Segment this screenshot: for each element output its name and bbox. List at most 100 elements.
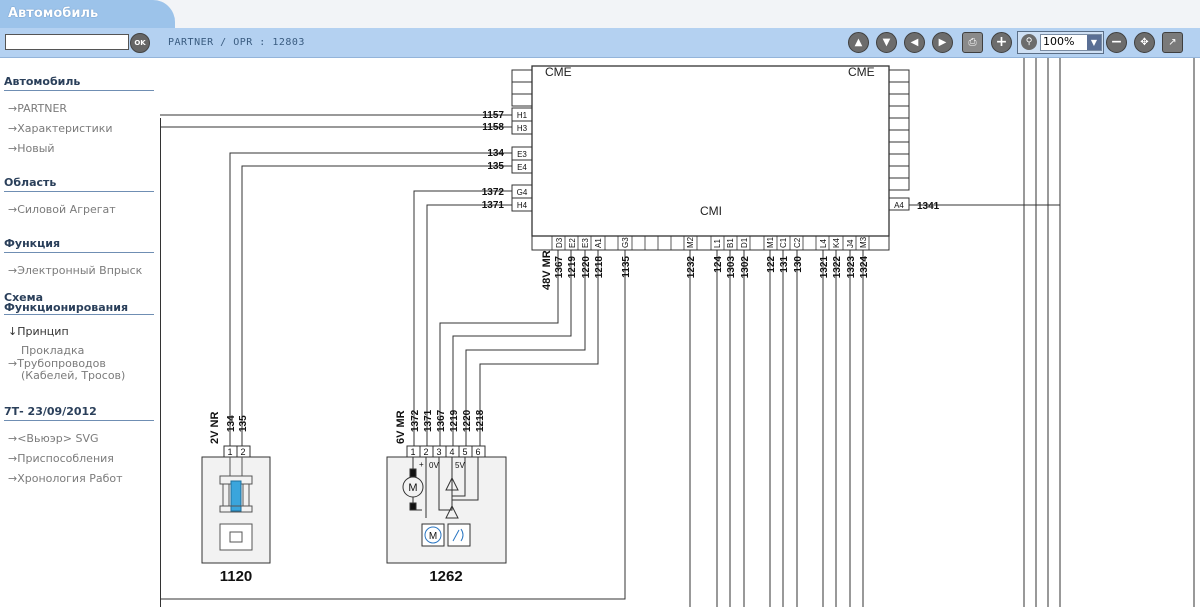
pin-label: E2 bbox=[568, 238, 577, 248]
pin-label: G4 bbox=[517, 188, 528, 197]
section-title-line1: Схема bbox=[4, 291, 44, 304]
label-0v: 0V bbox=[429, 461, 439, 470]
wire-number: 1371 bbox=[482, 200, 505, 211]
arrow-left-icon[interactable]: ◀ bbox=[904, 32, 925, 53]
bottom-wire-numbers: 1367 1219 1220 1218 1135 1232 124 1303 1… bbox=[554, 256, 870, 279]
pin-label: H4 bbox=[517, 201, 528, 210]
bottom-pin-separators bbox=[551, 236, 870, 250]
section-title-date: 7Т- 23/09/2012 bbox=[4, 405, 97, 418]
pin-label: A4 bbox=[894, 201, 904, 210]
arrow-right-icon[interactable]: ▶ bbox=[932, 32, 953, 53]
ok-button[interactable]: OK bbox=[130, 33, 150, 53]
wire-number: 1372 bbox=[410, 409, 421, 432]
wire-number: 1219 bbox=[449, 409, 460, 432]
pin-label: 5 bbox=[462, 447, 467, 457]
wire-number: 122 bbox=[766, 256, 777, 273]
connector-label-48v: 48V MR bbox=[541, 250, 553, 290]
section-divider bbox=[4, 314, 154, 315]
sidebar-item-tools[interactable]: →Приспособления bbox=[8, 452, 114, 465]
pin-label: 6 bbox=[475, 447, 480, 457]
arrow-down-icon[interactable]: ▼ bbox=[876, 32, 897, 53]
plus-icon[interactable]: + bbox=[991, 32, 1012, 53]
tab-bar: Автомобиль bbox=[0, 0, 1200, 29]
section-divider bbox=[4, 90, 154, 91]
pin-label: B1 bbox=[726, 238, 735, 248]
zoom-select[interactable]: 100% ▼ bbox=[1040, 34, 1102, 51]
pin-label: A1 bbox=[594, 238, 603, 248]
wire-number: 1220 bbox=[462, 409, 473, 432]
wire-number: 1135 bbox=[621, 256, 632, 278]
sidebar-item-partner[interactable]: →PARTNER bbox=[8, 102, 68, 115]
tab-label: Автомобиль bbox=[8, 6, 99, 21]
wire-number: 1218 bbox=[594, 256, 605, 279]
wire-number: 1372 bbox=[482, 187, 505, 198]
pin-label: E4 bbox=[517, 163, 527, 172]
wire-number: 134 bbox=[226, 415, 237, 432]
magnifier-icon[interactable]: ⚲ bbox=[1021, 34, 1037, 50]
throttle-1262-symbol bbox=[402, 457, 479, 547]
section-title-funktsiya: Функция bbox=[4, 237, 61, 250]
pin-label: 2 bbox=[423, 447, 428, 457]
sidebar-item-work-history[interactable]: →Хронология Работ bbox=[8, 472, 123, 485]
tab-avtomobil[interactable]: Автомобиль bbox=[0, 0, 175, 28]
label-5v: 5V bbox=[455, 461, 465, 470]
wire-number: 1218 bbox=[475, 409, 486, 432]
bottom-pin-labels: D3 E2 E3 A1 G3 M2 L1 B1 D1 M1 C1 C2 L4 K… bbox=[555, 236, 868, 248]
external-link-icon[interactable]: ↗ bbox=[1162, 32, 1183, 53]
pin-label: G3 bbox=[621, 237, 630, 248]
wire-number: 1324 bbox=[859, 256, 870, 279]
routing-line1: Прокладка bbox=[21, 344, 85, 357]
motor-symbol-label: M bbox=[408, 482, 417, 494]
wire-number: 135 bbox=[487, 161, 504, 172]
pin-label: M2 bbox=[686, 236, 695, 248]
zoom-value: 100% bbox=[1043, 35, 1075, 48]
pin-label: L1 bbox=[713, 239, 722, 248]
fit-screen-icon[interactable]: ✥ bbox=[1134, 32, 1155, 53]
section-title-skhema: Схема Функционирования bbox=[4, 291, 129, 314]
pin-label: K4 bbox=[832, 238, 841, 248]
cmi-left-pins-top bbox=[511, 69, 533, 107]
sidebar-item-new[interactable]: →Новый bbox=[8, 142, 55, 155]
wire-number: 1302 bbox=[740, 256, 751, 279]
pin-label: L4 bbox=[819, 239, 828, 248]
section-divider bbox=[4, 420, 154, 421]
connector-label-2v: 2V NR bbox=[209, 412, 221, 444]
pin-label: H3 bbox=[517, 124, 528, 133]
wire-number: 130 bbox=[793, 256, 804, 273]
cmi-bottom-pin-row bbox=[531, 235, 890, 251]
chevron-down-icon[interactable]: ▼ bbox=[1087, 35, 1101, 50]
sidebar-item-principle[interactable]: ↓Принцип bbox=[8, 325, 69, 338]
section-title-line2: Функционирования bbox=[4, 301, 129, 314]
wire-number: 1157 bbox=[482, 110, 504, 121]
wire-number: 134 bbox=[487, 148, 504, 159]
sidebar: Автомобиль →PARTNER →Характеристики →Нов… bbox=[0, 58, 160, 607]
pin-label: D3 bbox=[555, 237, 564, 248]
cmi-left-wire-pins bbox=[511, 107, 533, 212]
wire-number: 1322 bbox=[832, 256, 843, 279]
minus-icon[interactable]: − bbox=[1106, 32, 1127, 53]
pin-label: M1 bbox=[766, 236, 775, 248]
wiring-diagram[interactable]: CME CME CMI 1157 1158 134 135 1372 1371 … bbox=[160, 58, 1200, 607]
arrow-up-icon[interactable]: ▲ bbox=[848, 32, 869, 53]
sidebar-item-power-unit[interactable]: →Силовой Агрегат bbox=[8, 203, 116, 216]
sidebar-item-characteristics[interactable]: →Характеристики bbox=[8, 122, 113, 135]
print-icon[interactable]: ⎙ bbox=[962, 32, 983, 53]
motor-symbol-label-small: M bbox=[429, 531, 437, 542]
cme-left-label: CME bbox=[545, 65, 572, 79]
section-divider bbox=[4, 252, 154, 253]
cmi-label: CMI bbox=[700, 204, 722, 218]
section-title-avtomobil: Автомобиль bbox=[4, 75, 81, 88]
component-id-1262: 1262 bbox=[429, 568, 462, 585]
sidebar-item-routing[interactable]: Прокладка →Трубопроводов (Кабелей, Тросо… bbox=[8, 344, 125, 383]
pin-label: D1 bbox=[740, 237, 749, 248]
sidebar-item-electronic-injection[interactable]: →Электронный Впрыск bbox=[8, 264, 143, 277]
pin-label: 1 bbox=[227, 447, 232, 457]
sidebar-item-svg-viewer[interactable]: →<Вьюэр> SVG bbox=[8, 432, 99, 445]
search-input[interactable] bbox=[5, 34, 129, 50]
wire-number: 131 bbox=[779, 256, 790, 273]
wire-number: 1367 bbox=[436, 409, 447, 432]
wire-number: 1303 bbox=[726, 256, 737, 279]
toolbar: OK PARTNER / OPR : 12803 ▲ ▼ ◀ ▶ ⎙ + ⚲ 1… bbox=[0, 28, 1200, 58]
wire-number: 1321 bbox=[819, 256, 830, 279]
wire-number: 135 bbox=[238, 415, 249, 432]
